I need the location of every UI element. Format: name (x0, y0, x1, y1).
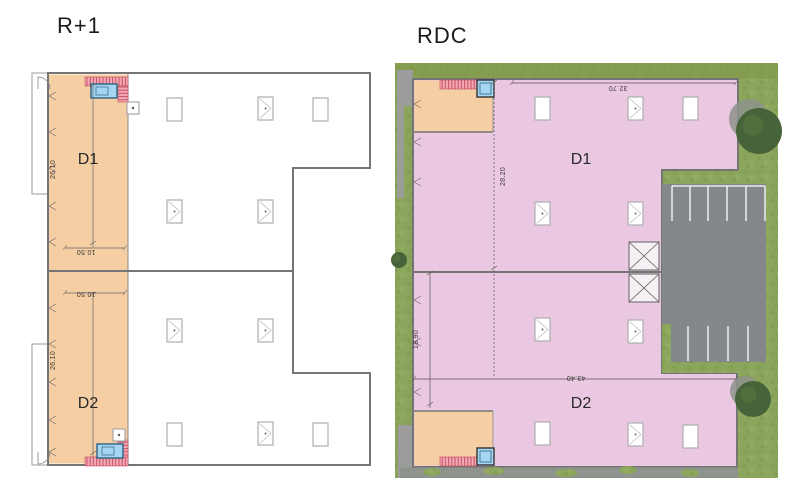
skylight-icon (627, 319, 644, 344)
skylight-icon (312, 422, 329, 447)
skylight-icon (312, 97, 329, 122)
rdc-stair-bottom (439, 447, 495, 467)
skylight-icon (257, 318, 274, 343)
rdc-stair-top (439, 79, 495, 98)
rdc-sidewalk (400, 466, 738, 478)
rdc-grass-top-band (395, 63, 778, 79)
rdc-bottom-width-dim: 43.40 (566, 374, 586, 381)
window-ticks (413, 99, 422, 397)
r1-d2-depth-dim: 26.10 (50, 350, 57, 370)
r1-exterior-dock-bottom (31, 343, 49, 466)
rdc-d2-depth-dim: 18.90 (413, 329, 420, 349)
rdc-parking (662, 184, 766, 373)
r1-stair-top (84, 76, 140, 115)
rdc-plan (395, 63, 778, 478)
rdc-dim-lines (411, 79, 739, 408)
rdc-unit-d2-label: D2 (570, 395, 592, 412)
skylight-icon (257, 199, 274, 224)
parking-stripes (671, 185, 766, 361)
skylight-icon (534, 96, 551, 121)
skylight-icon (166, 318, 183, 343)
rdc-dock-doors (628, 241, 660, 303)
r1-door-bottom-icon (37, 451, 51, 465)
tree-icon (730, 376, 771, 417)
rdc-path-bottom-left (398, 425, 413, 478)
r1-dim-lines (62, 83, 128, 457)
tree-icon (391, 252, 407, 268)
skylight-icon (627, 422, 644, 447)
rdc-d1-depth-dim: 28.20 (500, 166, 507, 186)
skylight-icon (534, 201, 551, 226)
r1-d1-width-dim: 10.50 (76, 248, 96, 255)
tree-icon (729, 99, 782, 154)
generated-features (48, 91, 782, 457)
skylight-icon (166, 422, 183, 447)
r1-lift-top (90, 83, 118, 99)
skylight-icon (627, 96, 644, 121)
skylight-icon (682, 96, 699, 121)
skylight-icon (257, 421, 274, 446)
r1-plan-title: R+1 (57, 13, 101, 38)
skylight-icon (627, 201, 644, 226)
r1-stair-bottom (84, 428, 129, 467)
rdc-plan-title: RDC (417, 23, 468, 48)
r1-lift-bottom (96, 443, 124, 459)
r1-d2-width-dim: 10.50 (76, 290, 96, 297)
window-ticks (48, 91, 57, 457)
rdc-lift-top (476, 79, 495, 98)
skylight-icon (682, 424, 699, 449)
r1-unit-strip (49, 74, 128, 464)
r1-unit-d1-label: D1 (77, 151, 99, 168)
rdc-path-top-left (397, 70, 413, 106)
skylight-icon (166, 199, 183, 224)
r1-plan (31, 72, 371, 467)
skylight-icon (166, 97, 183, 122)
skylight-icon (534, 421, 551, 446)
r1-door-top-icon (37, 76, 51, 90)
r1-exterior-dock-top (31, 72, 49, 195)
rdc-unit-d1-label: D1 (570, 151, 592, 168)
rdc-top-width-dim: 32.70 (608, 84, 628, 91)
rdc-lift-bottom (476, 447, 495, 466)
rdc-path-left (397, 106, 404, 198)
skylight-icon (257, 96, 274, 121)
skylight-icon (534, 317, 551, 342)
r1-d1-depth-dim: 26.10 (50, 159, 57, 179)
r1-unit-d2-label: D2 (77, 395, 99, 412)
